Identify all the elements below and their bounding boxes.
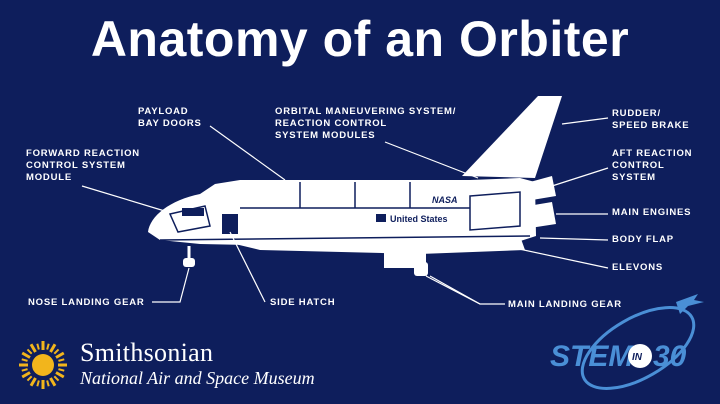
label-body-flap: BODY FLAP: [612, 234, 674, 245]
leader-rudder: [561, 117, 609, 125]
engine-lower: [528, 202, 556, 228]
stem-in-30-logo: STEM IN 30: [550, 294, 704, 390]
stem-in-text: IN: [632, 352, 643, 363]
leader-lines: [81, 117, 609, 305]
stem-orbit-ring: [580, 306, 696, 390]
label-elevons: ELEVONS: [612, 262, 663, 273]
stem-text: STEM: [550, 340, 634, 373]
smithsonian-sun-logo: [19, 341, 67, 389]
wing: [210, 236, 525, 254]
fuselage-details: [159, 182, 531, 241]
nose-gear-wheel: [183, 258, 195, 267]
leader-oms: [384, 141, 479, 179]
leader-nose-gear: [152, 267, 190, 303]
label-rudder-speed-brake: RUDDER/ SPEED BRAKE: [612, 108, 690, 131]
label-main-landing-gear: MAIN LANDING GEAR: [508, 299, 622, 310]
leader-side-hatch: [229, 231, 266, 303]
leader-main-gear-base: [429, 275, 481, 305]
engine-upper: [530, 176, 556, 200]
stem-in-badge: [628, 344, 652, 368]
fuselage: [148, 178, 536, 246]
smithsonian-name: Smithsonian: [80, 338, 214, 367]
main-gear-wheel: [414, 262, 428, 276]
country-marking: United States: [390, 214, 448, 224]
stem-plane-icon: [676, 294, 704, 314]
cockpit-windows: [182, 208, 204, 216]
leader-forward-rcs: [81, 185, 169, 213]
label-aft-rcs: AFT REACTION CONTROL SYSTEM: [612, 148, 693, 183]
orbiter-silhouette: [148, 96, 562, 276]
label-orbital-maneuvering: ORBITAL MANEUVERING SYSTEM/ REACTION CON…: [275, 106, 457, 141]
label-forward-rcs: FORWARD REACTION CONTROL SYSTEM MODULE: [26, 148, 140, 183]
label-main-engines: MAIN ENGINES: [612, 207, 692, 218]
page-title: Anatomy of an Orbiter: [90, 11, 630, 67]
leader-payload: [209, 125, 286, 181]
label-nose-landing-gear: NOSE LANDING GEAR: [28, 297, 145, 308]
leader-body-flap: [539, 237, 609, 241]
vertical-tail: [462, 96, 562, 178]
nasa-marking: NASA: [432, 195, 458, 205]
leader-aft-rcs: [551, 167, 609, 187]
leader-elevons: [504, 245, 609, 269]
stem-30-text: 30: [653, 340, 687, 373]
flag-mark: [376, 214, 386, 222]
label-side-hatch: SIDE HATCH: [270, 297, 336, 308]
label-payload-bay-doors: PAYLOAD BAY DOORS: [138, 106, 202, 129]
side-hatch: [222, 214, 238, 234]
museum-name: National Air and Space Museum: [80, 368, 315, 388]
